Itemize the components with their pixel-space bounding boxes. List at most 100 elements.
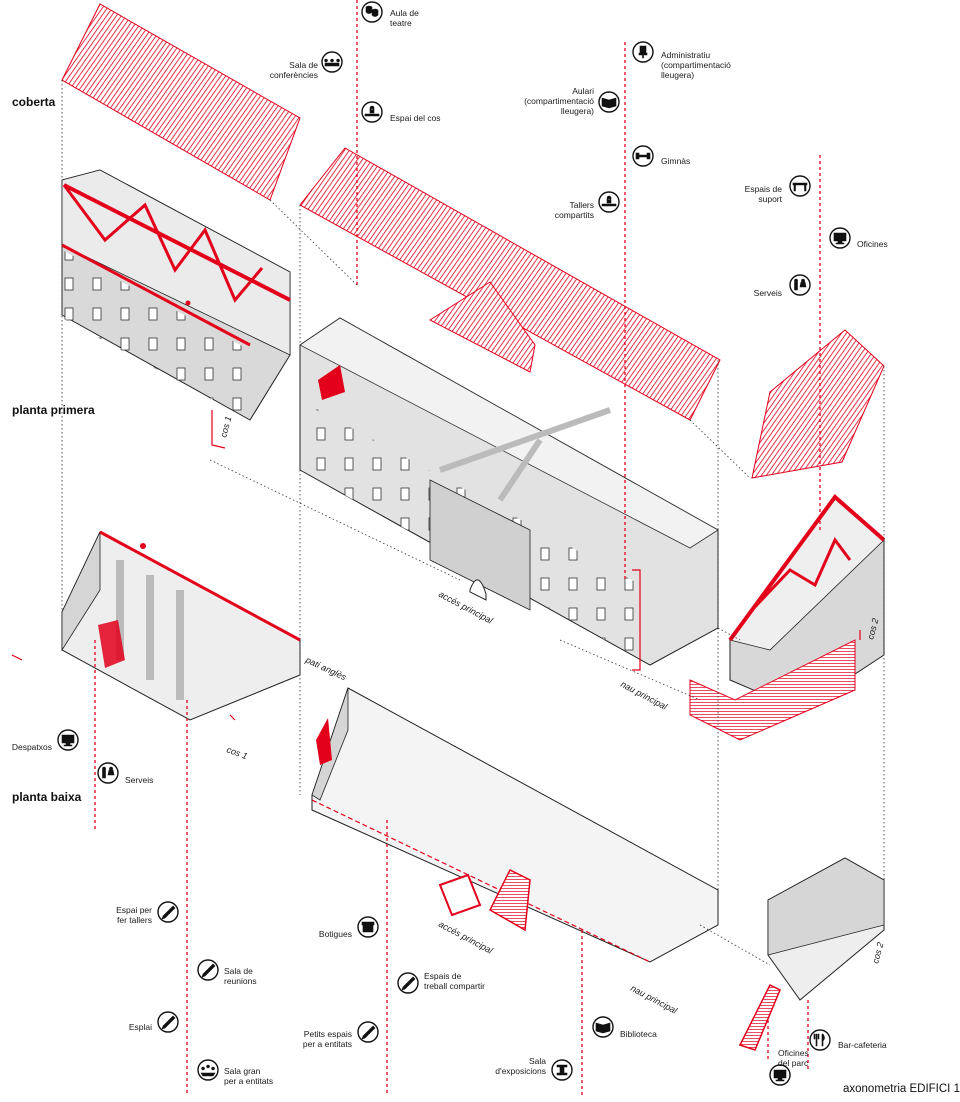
icon-ring [809, 1029, 831, 1051]
label-botigues: Botigues [319, 916, 379, 939]
paintbrush-icon [161, 1015, 176, 1030]
label-text: d'exposicions [495, 1066, 546, 1076]
meditation-figure-icon [601, 195, 617, 207]
label-text: Despatxos [12, 742, 52, 752]
pencil-icon [401, 976, 416, 991]
label-text: lleugera) [561, 106, 594, 116]
label-text: teatre [390, 18, 412, 28]
meditation-figure-icon [364, 105, 380, 117]
label-text: Serveis [125, 775, 153, 785]
label-serveis-bottom: Serveis [97, 762, 153, 785]
label-text: Administratiu [661, 50, 710, 60]
office-chair-icon [638, 45, 648, 59]
computer-monitor-icon [773, 1069, 787, 1082]
label-text: Espais de [424, 971, 462, 981]
shop-icon [361, 921, 375, 933]
caption: axonometria EDIFICI 1 [843, 1083, 960, 1095]
computer-monitor-icon [833, 232, 847, 245]
label-text: Gimnàs [661, 156, 690, 166]
label-text: (compartimentació [524, 96, 594, 106]
roof-nau-principal [299, 147, 721, 421]
first-floor-cos1 [61, 169, 291, 421]
label-text: suport [758, 194, 782, 204]
label-text: Tallers [569, 200, 594, 210]
label-text: Espais de [745, 184, 783, 194]
first-floor-cos2 [689, 494, 886, 741]
label-text: Aula de [390, 8, 419, 18]
label-text: per a entitats [303, 1039, 352, 1049]
label-gimnas: Gimnàs [632, 145, 690, 167]
label-text: Sala de [289, 60, 318, 70]
open-book-icon [595, 1022, 611, 1034]
alignment-lines [61, 80, 885, 966]
icon-ring [789, 274, 811, 296]
level-title-ground-floor: planta baixa [12, 790, 82, 804]
icon-ring [789, 175, 811, 197]
ground-floor-cos2 [738, 857, 885, 1051]
tag-nau-top: nau principal [619, 679, 670, 712]
level-title-first-floor: planta primera [12, 403, 95, 417]
label-text: conferències [270, 70, 318, 80]
paintbrush-icon [161, 905, 176, 920]
label-text: Sala gran [224, 1066, 261, 1076]
fork-knife-icon [813, 1033, 825, 1047]
label-text: reunions [224, 976, 257, 986]
roof-cos1 [61, 3, 301, 201]
guide-lines [94, 0, 821, 1095]
label-serveis-top: Serveis [754, 274, 811, 298]
roof-cos2 [751, 329, 885, 479]
tag-nau-bottom: nau principal [629, 983, 680, 1016]
label-text: (compartimentació [661, 60, 731, 70]
pedestal-icon [556, 1064, 568, 1076]
dumbbell-icon [635, 152, 651, 160]
tag-cos1-top: cos 1 [218, 415, 233, 438]
conference-audience-icon [324, 58, 340, 67]
label-text: fer tallers [117, 915, 152, 925]
cos-brackets [11, 410, 861, 721]
icon-ring [97, 762, 119, 784]
label-text: Oficines [857, 239, 888, 249]
label-text: per a entitats [224, 1076, 273, 1086]
label-oficines: Oficines [829, 227, 888, 249]
table-icon [792, 182, 808, 192]
pencil-icon [201, 963, 216, 978]
label-text: Botigues [319, 929, 352, 939]
label-text: Sala de [224, 966, 253, 976]
tag-cos2-bottom: cos 2 [870, 941, 885, 964]
label-text: Biblioteca [620, 1029, 657, 1039]
label-text: Oficines [778, 1048, 809, 1058]
ground-floor-cos1 [61, 530, 301, 721]
restroom-people-icon [102, 766, 115, 779]
icon-ring [197, 1059, 219, 1081]
label-text: Bar-cafeteria [838, 1040, 887, 1050]
open-book-icon [601, 97, 617, 109]
tag-cos1-bottom: cos 1 [225, 744, 249, 761]
group-people-icon [200, 1064, 216, 1077]
label-text: Espai del cos [390, 113, 441, 123]
label-text: Petits espais [304, 1029, 352, 1039]
label-text: treball compartir [424, 981, 485, 991]
label-text: Aulari [572, 86, 594, 96]
label-bar-cafeteria: Bar-cafeteria [809, 1029, 887, 1051]
label-text: Esplai [129, 1022, 152, 1032]
first-floor-nau-principal [299, 317, 719, 666]
tag-acces-bottom: accés principal [437, 919, 495, 956]
level-title-roof: coberta [12, 95, 56, 109]
label-text: Serveis [754, 288, 782, 298]
label-despatxos: Despatxos [12, 729, 79, 752]
restroom-people-icon [794, 278, 807, 291]
